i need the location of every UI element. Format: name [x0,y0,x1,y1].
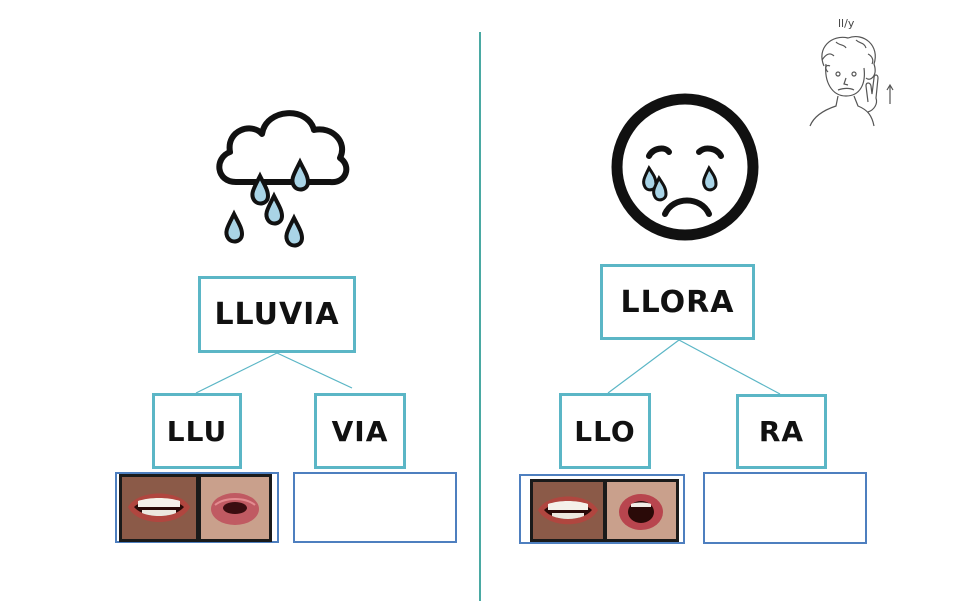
signer-label: ll/y [838,17,855,30]
syllable-box-1: LLO [559,393,651,469]
mouth-open-smile-image [119,474,199,542]
word-label: LLORA [620,284,735,320]
word-box-llora: LLORA [600,264,755,340]
answer-slot-left[interactable] [293,472,457,543]
answer-slot-right[interactable] [703,472,867,544]
word-box-lluvia: LLUVIA [198,276,356,353]
syllable-label: LLU [166,414,228,448]
syllable-label: LLO [574,414,636,448]
crying-face-icon [611,93,759,241]
rain-cloud-icon [216,110,350,248]
syllable-box-2: VIA [314,393,406,469]
word-label: LLUVIA [214,297,340,332]
mouth-rounded-o-image [604,479,679,542]
syllable-box-2: RA [736,394,827,469]
mouth-pursed-u-image [198,474,272,542]
syllable-label: RA [758,415,805,448]
syllable-label: VIA [331,414,389,448]
sign-language-person-icon [809,36,894,127]
center-divider [479,32,481,601]
syllable-box-1: LLU [152,393,242,469]
mouth-open-smile-image [530,479,606,542]
